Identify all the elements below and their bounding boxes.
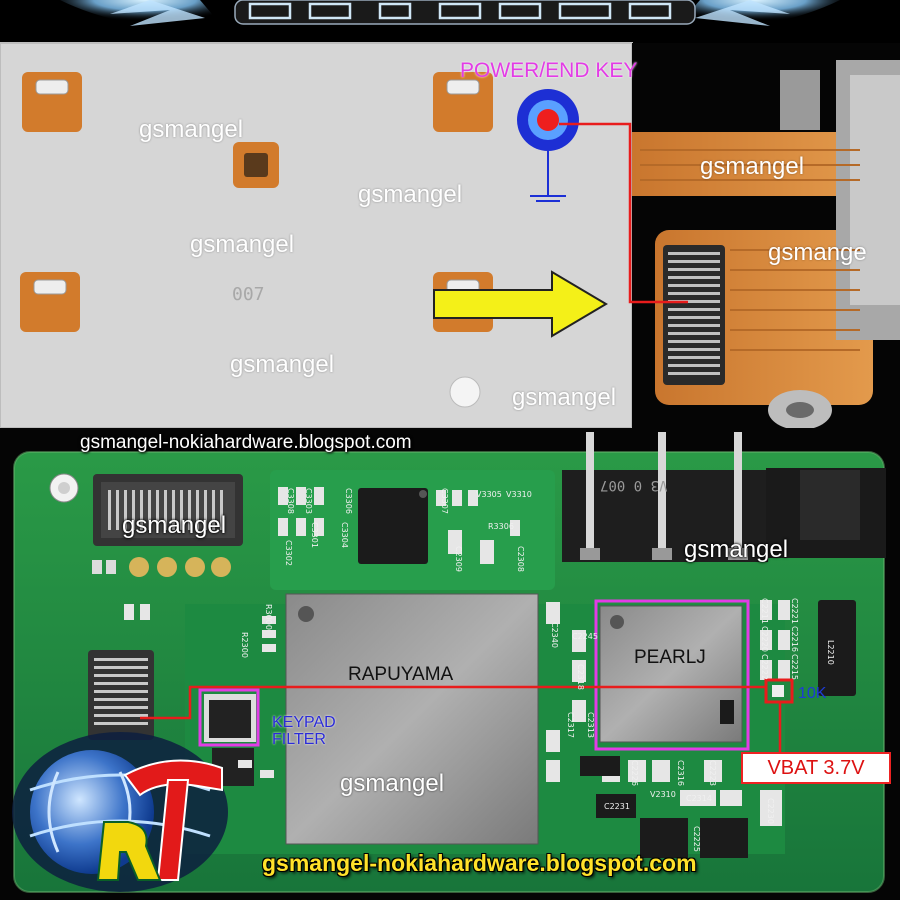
- ground-symbol-icon: [530, 151, 566, 202]
- ref-designator: C2211: [760, 598, 769, 624]
- ref-designator: C3302: [284, 540, 293, 566]
- watermark: gsmangel: [700, 153, 805, 180]
- ref-designator: C3307: [440, 488, 449, 514]
- annotation-overlay: [140, 599, 794, 752]
- keypad-filter-label: KEYPAD FILTER: [272, 714, 336, 748]
- ref-designator: C2226: [630, 760, 639, 786]
- power-key-label: POWER/END KEY: [460, 59, 638, 82]
- ref-designator: C2222: [760, 654, 769, 680]
- ref-designator: C2245: [572, 632, 598, 641]
- ref-designator: L2210: [826, 640, 835, 665]
- ref-designator: R3306: [488, 522, 514, 531]
- blog-url-bottom: gsmangel-nokiahardware.blogspot.com: [262, 850, 697, 876]
- power-key-symbol-icon: [517, 89, 579, 151]
- chip-label-pearlj: PEARLJ: [634, 647, 706, 668]
- ref-designator: C2225: [692, 826, 701, 852]
- ref-designator: C2223: [708, 760, 717, 786]
- watermark: gsmangel: [358, 181, 463, 208]
- ref-designator: C2317: [566, 712, 575, 738]
- ref-designator: V3305: [476, 490, 502, 499]
- ref-designator: C2215: [790, 654, 799, 680]
- chip-label-rapuyama: RAPUYAMA: [348, 664, 454, 685]
- watermark: gsmangel: [512, 384, 617, 411]
- ref-designator: C2340: [550, 622, 559, 648]
- ref-designator: C2316: [676, 760, 685, 786]
- ref-designator: C2220: [760, 626, 769, 652]
- ref-designator: C2216: [790, 626, 799, 652]
- flex-cable: [632, 43, 900, 430]
- resistor-label: 10K: [798, 685, 827, 702]
- watermark: gsmangel: [340, 770, 445, 797]
- watermark: gsmangel: [139, 116, 244, 143]
- ref-designator: C2308: [516, 546, 525, 572]
- ref-designator: C3304: [340, 522, 349, 548]
- ref-designator: C2314: [686, 794, 712, 803]
- ref-designator: R3000: [264, 604, 273, 630]
- ref-designator: C3301: [310, 522, 319, 548]
- ref-designator: V3310: [506, 490, 532, 499]
- keypad-filter-line2: FILTER: [272, 731, 326, 748]
- watermark: gsmangel: [122, 512, 227, 539]
- watermark: gsmange: [768, 239, 867, 266]
- keypad-print-mark: 007: [232, 284, 265, 305]
- ref-designator: C2231: [604, 802, 630, 811]
- watermark: gsmangel: [684, 536, 789, 563]
- ref-designator: C3308: [286, 488, 295, 514]
- ref-designator: C2313: [586, 712, 595, 738]
- ref-designator: C2221: [790, 598, 799, 624]
- ref-designator: C2309: [454, 546, 463, 572]
- watermark: gsmangel: [230, 351, 335, 378]
- grt-logo-icon: [12, 732, 228, 892]
- vbat-label: VBAT 3.7V: [741, 752, 891, 784]
- power-key-trace: [559, 122, 688, 304]
- watermark: gsmangel: [190, 231, 295, 258]
- winged-banner-logo: [60, 0, 840, 35]
- keypad-filter-line1: KEYPAD: [272, 714, 336, 731]
- ref-designator: R2300: [240, 632, 249, 658]
- main-pcb: [0, 428, 900, 900]
- yellow-arrow-icon: [433, 270, 608, 338]
- ref-designator: V2310: [650, 790, 676, 799]
- battery-print-mark: V3 0 007: [600, 477, 668, 493]
- blog-url-top: gsmangel-nokiahardware.blogspot.com: [80, 432, 412, 453]
- ref-designator: C3306: [344, 488, 353, 514]
- ref-designator: C3303: [304, 488, 313, 514]
- ref-designator: C2318: [576, 664, 585, 690]
- ref-designator: C2230: [766, 798, 775, 824]
